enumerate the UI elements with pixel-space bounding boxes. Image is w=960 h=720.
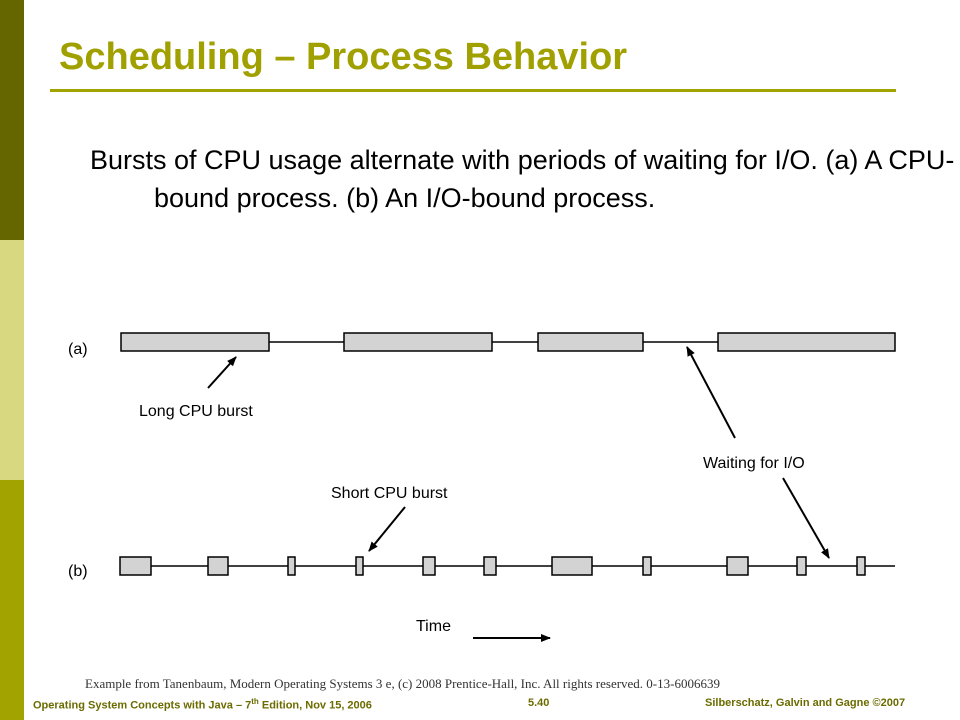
row-b-burst-2 — [207, 556, 229, 576]
row-a-label: (a) — [68, 341, 88, 358]
footer-page-number: 5.40 — [528, 697, 550, 709]
row-b-burst-11 — [856, 556, 866, 576]
row-b-burst-8 — [642, 556, 652, 576]
row-a-burst-2 — [343, 332, 493, 352]
row-b-label: (b) — [68, 563, 88, 580]
source-credit: Example from Tanenbaum, Modern Operating… — [85, 676, 720, 691]
long-burst-arrow — [207, 356, 237, 389]
sidebar-band-bottom — [0, 480, 24, 720]
row-b-burst-7 — [551, 556, 593, 576]
footer-book-superscript: th — [251, 697, 259, 706]
waiting-arrow-up — [686, 346, 736, 439]
waiting-arrow-down — [782, 477, 830, 559]
footer-copyright: Silberschatz, Galvin and Gagne ©2007 — [705, 697, 906, 709]
slide-title: Scheduling – Process Behavior — [59, 36, 628, 78]
row-b-burst-3 — [287, 556, 296, 576]
footer-book-prefix: Operating System Concepts with Java – 7 — [33, 699, 252, 712]
row-b-burst-6 — [483, 556, 497, 576]
title-underline — [50, 89, 896, 92]
footer-book-suffix: Edition, Nov 15, 2006 — [258, 699, 372, 712]
row-b-burst-4 — [355, 556, 364, 576]
row-b-burst-9 — [726, 556, 749, 576]
waiting-label: Waiting for I/O — [703, 455, 805, 472]
footer-book-title: Operating System Concepts with Java – 7t… — [33, 697, 372, 712]
row-b-burst-10 — [796, 556, 807, 576]
row-a-burst-4 — [717, 332, 896, 352]
sidebar-band-top — [0, 0, 24, 240]
row-b-burst-5 — [422, 556, 436, 576]
short-burst-label: Short CPU burst — [331, 485, 448, 502]
sidebar-band-middle — [0, 240, 24, 480]
long-burst-label: Long CPU burst — [139, 403, 253, 420]
short-burst-arrow — [368, 506, 406, 552]
time-label: Time — [416, 618, 451, 635]
row-a-burst-1 — [120, 332, 270, 352]
row-b-burst-1 — [119, 556, 152, 576]
row-a-burst-3 — [537, 332, 644, 352]
slide-body-text: Bursts of CPU usage alternate with perio… — [90, 145, 955, 213]
